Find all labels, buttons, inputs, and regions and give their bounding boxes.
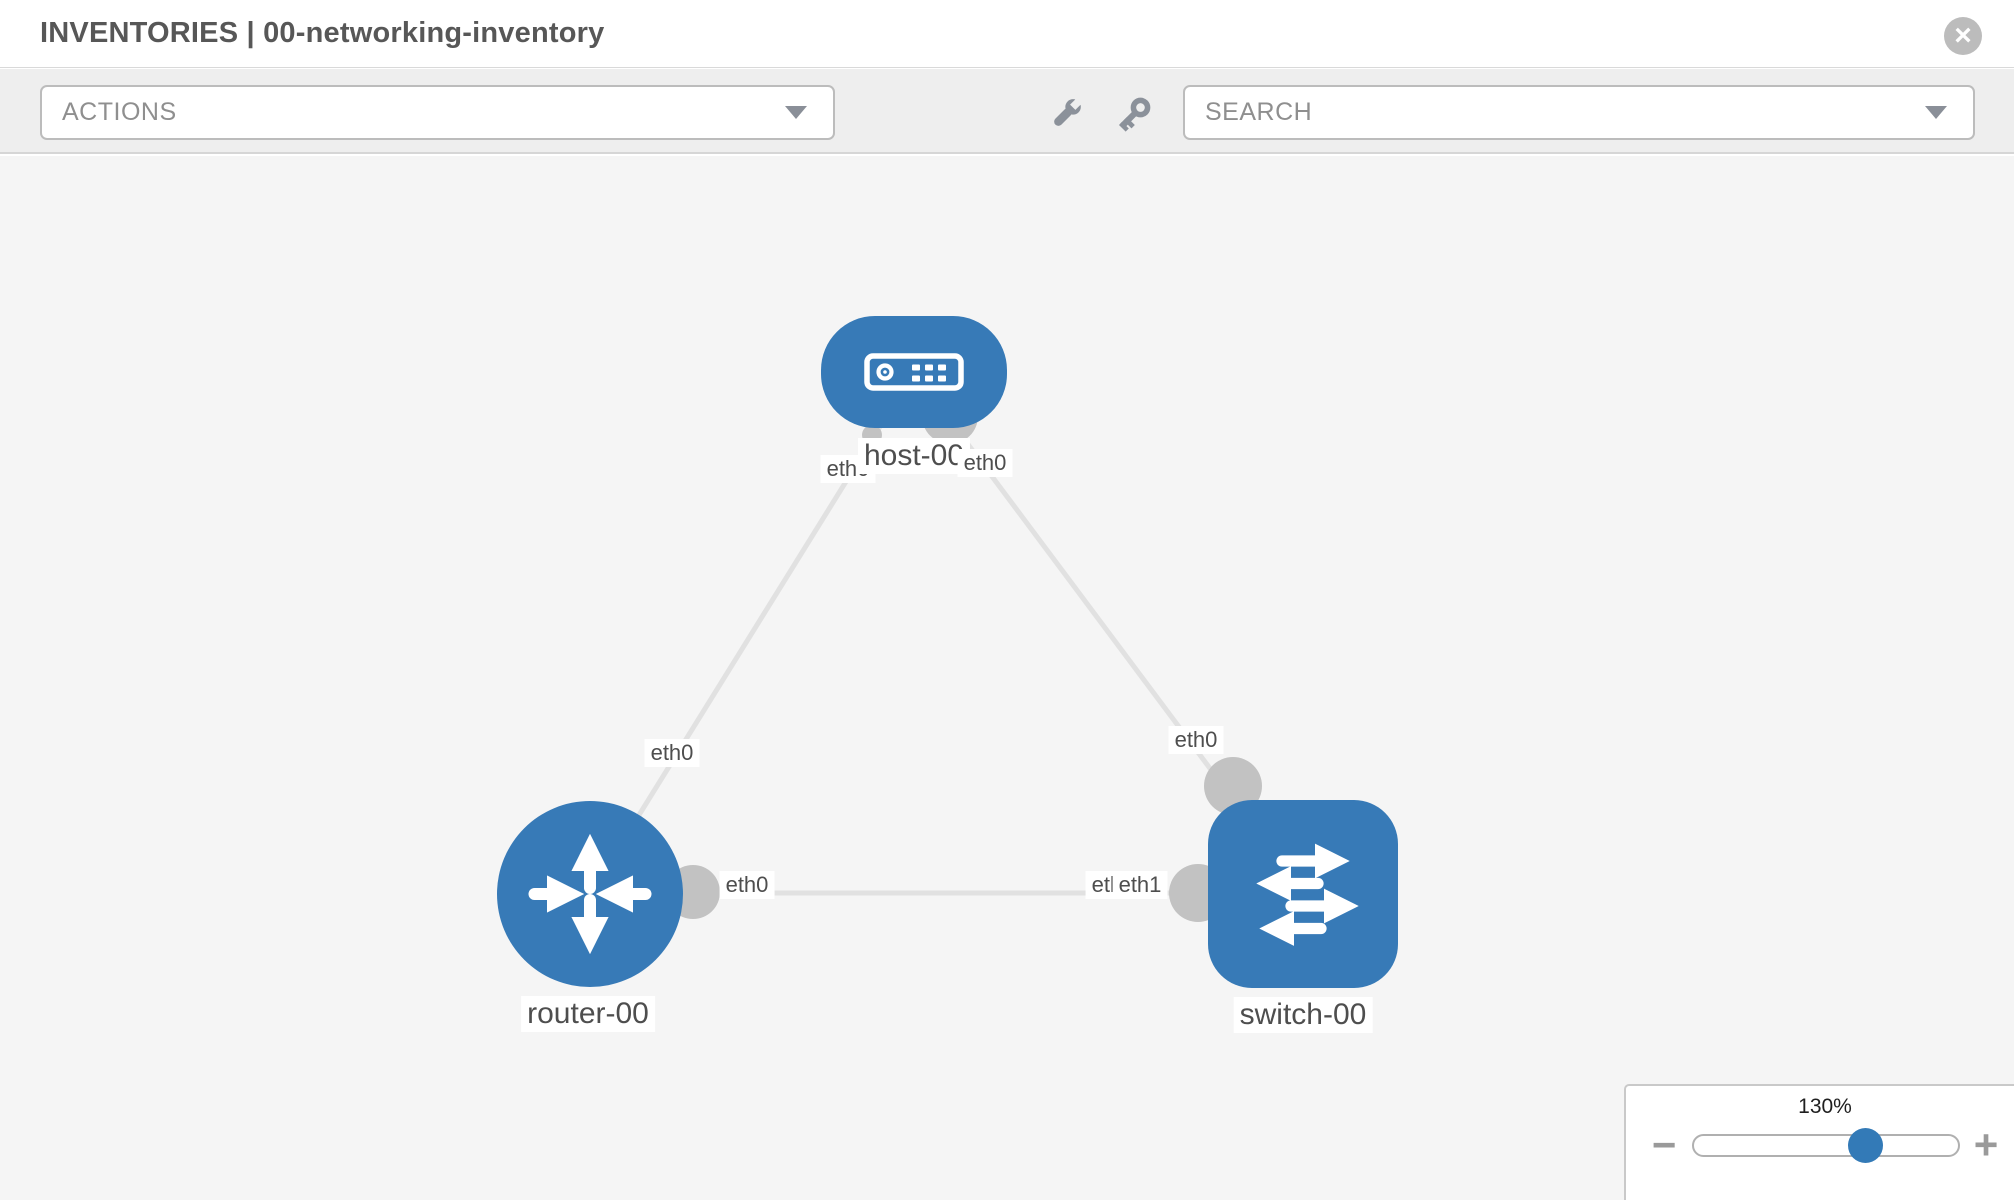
key-icon bbox=[1118, 97, 1151, 132]
search-input[interactable]: SEARCH bbox=[1205, 98, 1313, 126]
plus-icon: + bbox=[1973, 1121, 1999, 1168]
switch-icon bbox=[1256, 843, 1359, 946]
credentials-button[interactable] bbox=[1111, 91, 1157, 137]
actions-dropdown-label: ACTIONS bbox=[62, 98, 177, 126]
node-label-router: router-00 bbox=[521, 996, 655, 1032]
node-host-00[interactable] bbox=[821, 316, 1007, 428]
header: INVENTORIES | 00-networking-inventory × bbox=[0, 0, 2014, 68]
router-icon bbox=[528, 833, 652, 955]
chevron-down-icon bbox=[1925, 106, 1947, 119]
zoom-slider-thumb[interactable] bbox=[1848, 1128, 1883, 1163]
interface-label: eth0 bbox=[719, 871, 775, 899]
host-icon bbox=[864, 353, 964, 391]
toolbar: ACTIONS SEARC bbox=[0, 69, 2014, 154]
node-switch-00[interactable] bbox=[1208, 800, 1398, 988]
zoom-in-button[interactable]: + bbox=[1964, 1123, 2008, 1167]
minus-icon: − bbox=[1651, 1121, 1677, 1168]
zoom-panel: 130% − + bbox=[1624, 1084, 2014, 1200]
interface-label: eth1 bbox=[1112, 871, 1168, 899]
search-dropdown[interactable]: SEARCH bbox=[1183, 85, 1975, 140]
node-label-switch: switch-00 bbox=[1233, 997, 1373, 1033]
interface-label: eth0 bbox=[1168, 726, 1224, 754]
chevron-down-icon bbox=[785, 106, 807, 119]
zoom-out-button[interactable]: − bbox=[1642, 1123, 1686, 1167]
zoom-slider-track[interactable] bbox=[1692, 1134, 1960, 1157]
tools-button[interactable] bbox=[1043, 91, 1089, 137]
interface-label: eth0 bbox=[644, 739, 700, 767]
page-title: INVENTORIES | 00-networking-inventory bbox=[40, 17, 605, 49]
topology-canvas[interactable]: eth0 host-00 eth0 eth0 eth0 eth0 eth0 et… bbox=[0, 156, 2014, 1200]
close-icon: × bbox=[1954, 19, 1972, 52]
close-button[interactable]: × bbox=[1944, 17, 1982, 55]
wrench-icon bbox=[1054, 98, 1082, 126]
zoom-level-label: 130% bbox=[1798, 1095, 1852, 1118]
node-label-host: host-00 bbox=[857, 438, 971, 474]
actions-dropdown[interactable]: ACTIONS bbox=[40, 85, 835, 140]
links-layer bbox=[587, 370, 1306, 922]
node-router-00[interactable] bbox=[497, 801, 683, 987]
interface-label: eth0 bbox=[957, 449, 1013, 477]
